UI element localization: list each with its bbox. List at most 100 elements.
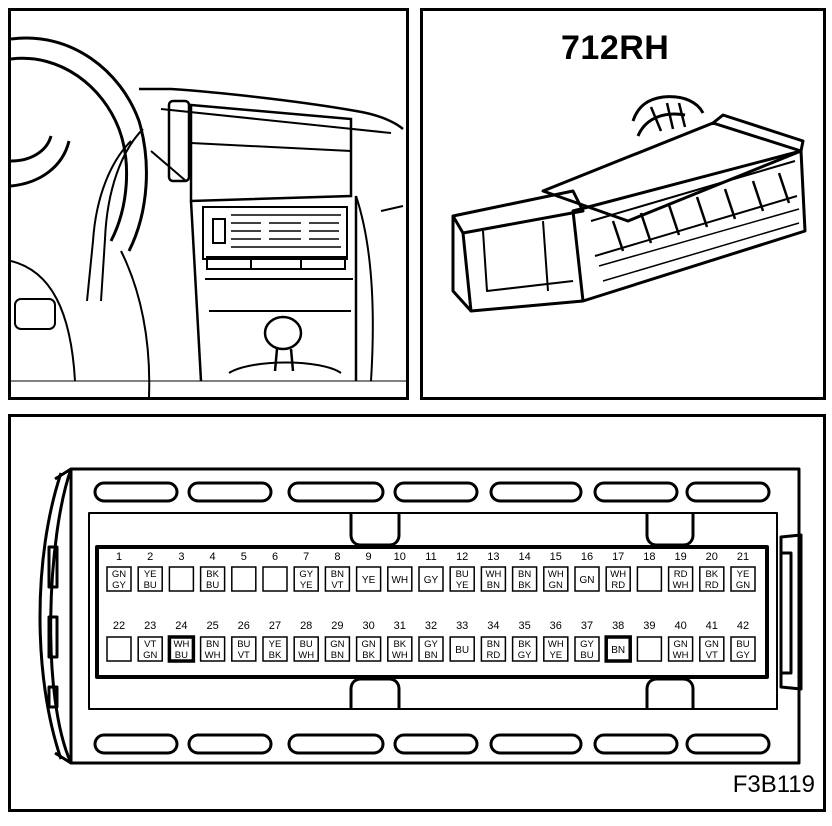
wire-color: GN (580, 575, 595, 586)
connector-photo-panel: 712RH (420, 8, 826, 400)
pin-number: 20 (706, 551, 718, 563)
wire-color-primary: GN (330, 639, 344, 650)
wire-color-primary: BK (705, 569, 718, 580)
pin-box (262, 566, 288, 592)
pin-number: 27 (269, 620, 281, 632)
pin-box (699, 566, 725, 592)
pin-box (604, 635, 632, 663)
pin-cell: 22 (106, 620, 132, 662)
pin-box (199, 566, 226, 592)
pin-box (231, 566, 257, 592)
dashboard-illustration (10, 36, 406, 398)
wire-color-secondary: BU (206, 580, 219, 591)
wire-color-secondary: WH (205, 650, 221, 661)
pin-box (574, 566, 600, 592)
wire-color-secondary: RD (705, 580, 719, 591)
wire-color-primary: BU (736, 639, 749, 650)
pin-cell: 3 (168, 551, 195, 592)
pin-box (137, 636, 163, 662)
wire-color-primary: GN (112, 569, 126, 580)
wire-color-secondary: BU (580, 650, 593, 661)
pin-box (574, 636, 600, 662)
pin-box (730, 566, 756, 592)
wire-color-primary: WH (485, 569, 501, 580)
wire-color-secondary: BK (362, 650, 375, 661)
wire-color-primary: BN (487, 639, 500, 650)
pin-number: 13 (487, 551, 499, 563)
wire-color-primary: GN (361, 639, 375, 650)
figure-id: F3B119 (732, 771, 815, 798)
wire-color: BU (455, 645, 469, 656)
pin-number: 3 (178, 551, 184, 563)
wire-color-primary: WH (548, 569, 564, 580)
pin-number: 22 (113, 620, 125, 632)
wire-color-primary: YE (144, 569, 157, 580)
wire-color: BN (611, 645, 625, 656)
wire-color-primary: RD (674, 569, 688, 580)
pin-cell: 6 (262, 551, 288, 592)
wire-color-secondary: RD (611, 580, 625, 591)
pin-box (168, 566, 195, 592)
wire-color-primary: BN (206, 639, 219, 650)
wire-color-secondary: BU (144, 580, 157, 591)
pin-box (199, 636, 226, 662)
pin-number: 29 (331, 620, 343, 632)
pin-number: 32 (425, 620, 437, 632)
pin-box (605, 566, 631, 592)
pin-box (418, 636, 444, 662)
pin-number: 16 (581, 551, 593, 563)
wire-color-secondary: GY (112, 580, 126, 591)
wire-color-secondary: GN (736, 580, 750, 591)
pin-box (387, 636, 413, 662)
pin-box (480, 636, 507, 662)
pin-box (106, 636, 132, 662)
wire-color-primary: GY (299, 569, 313, 580)
dashboard-location-panel (8, 8, 409, 400)
pin-number: 39 (643, 620, 655, 632)
pin-number: 19 (674, 551, 686, 563)
pin-number: 4 (210, 551, 216, 563)
pin-box (511, 636, 538, 662)
wire-color-secondary: VT (706, 650, 718, 661)
pin-number: 17 (612, 551, 624, 563)
wire-color-secondary: BU (175, 650, 188, 661)
pin-box (324, 636, 351, 662)
wire-color-primary: GN (673, 639, 687, 650)
pin-number: 1 (116, 551, 122, 563)
wire-color-secondary: YE (549, 650, 562, 661)
wire-color-primary: BU (237, 639, 250, 650)
pin-number: 5 (241, 551, 247, 563)
pin-number: 23 (144, 620, 156, 632)
wire-color-secondary: GN (143, 650, 157, 661)
pin-number: 42 (737, 620, 749, 632)
wire-color-primary: WH (173, 639, 189, 650)
pin-box (543, 566, 569, 592)
wire-color-secondary: WH (673, 650, 689, 661)
wire-color-secondary: GY (736, 650, 750, 661)
wire-color-primary: BU (300, 639, 313, 650)
pin-box (730, 636, 756, 662)
wire-color: GY (424, 575, 439, 586)
wire-color-secondary: GY (518, 650, 532, 661)
wire-color-secondary: VT (238, 650, 250, 661)
pin-cell: 5 (231, 551, 257, 592)
wire-color-primary: VT (144, 639, 156, 650)
pin-box (324, 566, 351, 592)
wire-color-primary: BU (456, 569, 469, 580)
